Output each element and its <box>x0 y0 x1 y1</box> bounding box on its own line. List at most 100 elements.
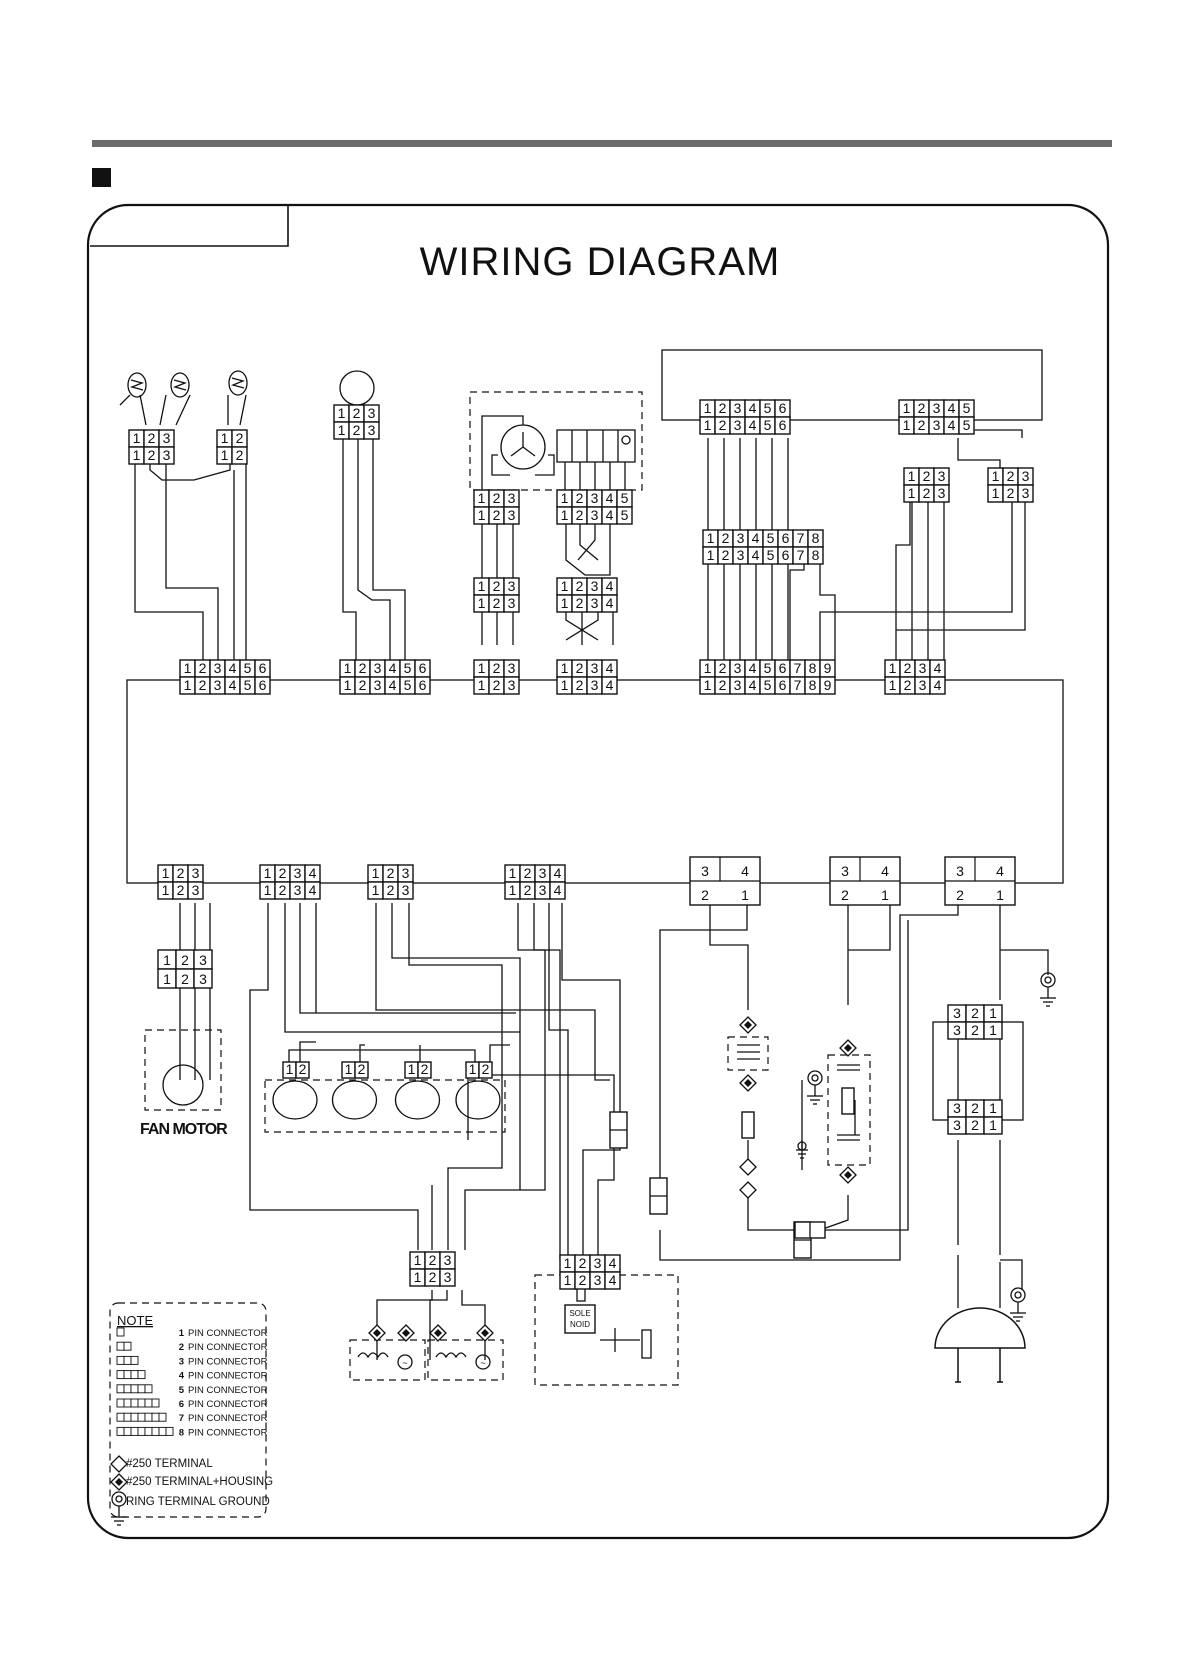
pin-label: 1 <box>992 485 1000 501</box>
pin-label: 1 <box>478 677 486 693</box>
svg-text:5: 5 <box>179 1385 185 1396</box>
pin-label: 2 <box>236 447 244 463</box>
pin-label: 2 <box>493 507 501 523</box>
pin-label: 4 <box>554 882 562 898</box>
pin-label: 3 <box>374 660 382 676</box>
pin-label: 1 <box>372 865 380 881</box>
pin-label: 4 <box>309 865 317 881</box>
pin-label: 3 <box>163 447 171 463</box>
pin-label: 3 <box>199 952 207 968</box>
thermistor-lead <box>119 394 131 406</box>
pin-label: 7 <box>794 660 802 676</box>
pin-label: 4 <box>554 865 562 881</box>
pin-label: 2 <box>579 1255 587 1271</box>
wire <box>175 394 191 426</box>
pin-label: 2 <box>279 865 287 881</box>
pin-label: 6 <box>779 400 787 416</box>
pin-label: 2 <box>181 952 189 968</box>
thermistor-icon <box>127 372 147 398</box>
pin-label: 1 <box>707 547 715 563</box>
pin-label: 1 <box>989 1117 997 1133</box>
pin-label: 3 <box>402 865 410 881</box>
pin-label: 1 <box>903 417 911 433</box>
thermistor-icon <box>228 370 248 396</box>
pin-label: 5 <box>767 530 775 546</box>
pin-label: 1 <box>561 490 569 506</box>
wire <box>284 903 520 1033</box>
pin-label: 3 <box>539 865 547 881</box>
pin-label: 1 <box>989 1005 997 1021</box>
pin-label: 8 <box>812 547 820 563</box>
stepper-coil-block <box>556 429 636 490</box>
pin-label: 4 <box>934 677 942 693</box>
pin-label: 7 <box>797 530 805 546</box>
pin-label: 1 <box>561 660 569 676</box>
pin-label: 8 <box>809 660 817 676</box>
terminal-icon <box>110 1455 128 1473</box>
pin-label: 2 <box>904 660 912 676</box>
pin-label: 4 <box>309 882 317 898</box>
pin-label: 1 <box>561 677 569 693</box>
svg-text:~: ~ <box>402 1358 407 1368</box>
svg-text:PIN CONNECTOR: PIN CONNECTOR <box>188 1342 268 1353</box>
pin-label: 1 <box>561 507 569 523</box>
svg-text:4: 4 <box>881 863 889 879</box>
wire <box>517 903 561 1260</box>
wire <box>895 502 911 660</box>
pin-label: 6 <box>419 677 427 693</box>
pin-label: 8 <box>812 530 820 546</box>
pin-label: 2 <box>299 1061 307 1077</box>
solenoid-valve-box <box>534 1274 679 1386</box>
pin-label: 1 <box>509 865 517 881</box>
pin-label: 2 <box>493 595 501 611</box>
pin-label: 6 <box>259 660 267 676</box>
pin-label: 3 <box>508 595 516 611</box>
pin-label: 5 <box>244 677 252 693</box>
pin-label: 2 <box>181 971 189 987</box>
pin-label: 2 <box>1007 485 1015 501</box>
pin-label: 3 <box>1022 468 1030 484</box>
pin-label: 4 <box>948 400 956 416</box>
pin-label: 4 <box>934 660 942 676</box>
svg-text:4: 4 <box>179 1371 185 1382</box>
pin-label: 3 <box>368 422 376 438</box>
pin-label: 2 <box>918 417 926 433</box>
wire <box>359 1044 365 1062</box>
svg-text:3: 3 <box>701 863 709 879</box>
pin-label: 4 <box>749 417 757 433</box>
pin-label: 2 <box>387 882 395 898</box>
wire <box>577 522 596 561</box>
wire <box>548 903 569 1260</box>
pin-label: 1 <box>408 1061 416 1077</box>
pin-label: 1 <box>163 952 171 968</box>
pin-label: 1 <box>184 660 192 676</box>
svg-text:PIN CONNECTOR: PIN CONNECTOR <box>188 1356 268 1367</box>
pin-label: 2 <box>719 660 727 676</box>
pin-label: 6 <box>782 547 790 563</box>
pin-label: 1 <box>478 595 486 611</box>
pin-label: 2 <box>279 882 287 898</box>
pin-label: 3 <box>591 677 599 693</box>
wire <box>461 1290 486 1360</box>
ground-icon <box>1040 972 1056 1007</box>
pin-label: 6 <box>259 677 267 693</box>
heater-icon: ~ <box>435 1352 491 1370</box>
pin-label: 2 <box>353 405 361 421</box>
wire <box>391 903 521 1190</box>
pin-label: 1 <box>908 468 916 484</box>
